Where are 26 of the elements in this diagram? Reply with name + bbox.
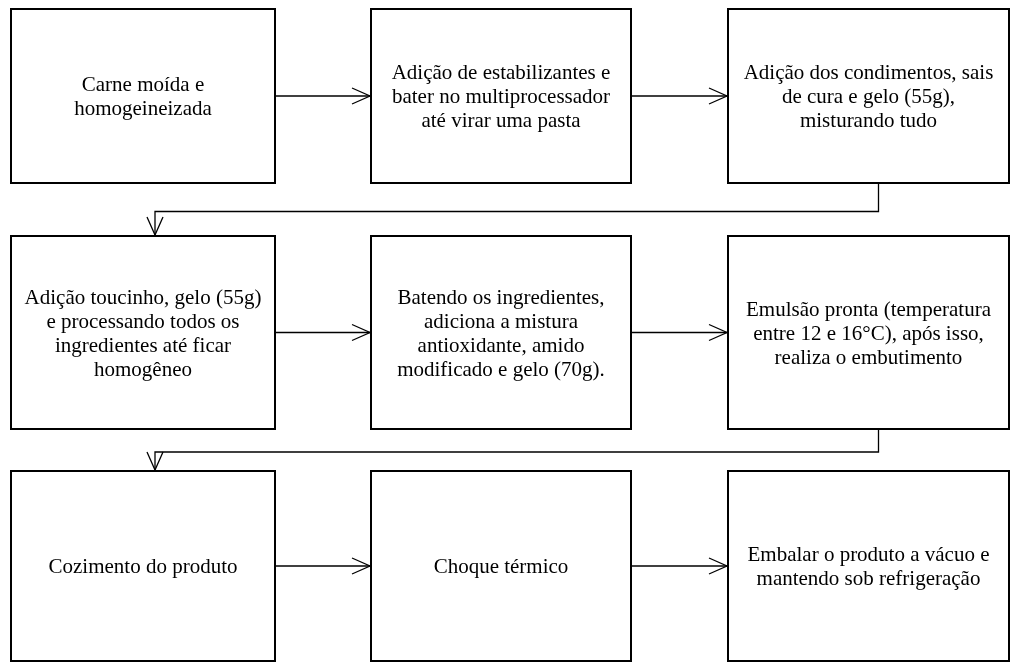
arrow (631, 323, 728, 342)
step-text: Adição toucinho, gelo (55g) e processando todos os ingredientes até ficar homogêneo (23, 284, 263, 381)
arrow (146, 429, 880, 471)
process-box (727, 235, 1010, 430)
arrow (275, 323, 371, 342)
step-text: Embalar o produto a vácuo e mantendo sob refrigeração (746, 542, 991, 590)
step-text: Adição dos condimentos, sais de cura e gelo (55g), misturando tudo (742, 60, 995, 132)
process-box (370, 235, 632, 430)
arrow (631, 557, 728, 575)
process-box (370, 8, 632, 184)
process-box (10, 470, 276, 662)
step-text: Adição de estabilizantes e bater no multiprocessador até virar uma pasta (390, 60, 612, 132)
process-box (10, 8, 276, 184)
step-text: Batendo os ingredientes, adiciona a mistura antioxidante, amido modificado e gelo (70g). (396, 284, 606, 381)
step-text: Cozimento do produto (47, 554, 239, 578)
arrow (275, 87, 371, 105)
arrow (631, 87, 728, 105)
process-box (727, 470, 1010, 662)
arrow (275, 557, 371, 575)
step-text: Choque térmico (432, 554, 570, 578)
process-box (370, 470, 632, 662)
step-text: Carne moída e homogeineizada (73, 72, 213, 120)
arrow (146, 183, 880, 236)
process-box (727, 8, 1010, 184)
process-box (10, 235, 276, 430)
step-text: Emulsão pronta (temperatura entre 12 e 16°C), após isso, realiza o embutimento (745, 296, 992, 369)
